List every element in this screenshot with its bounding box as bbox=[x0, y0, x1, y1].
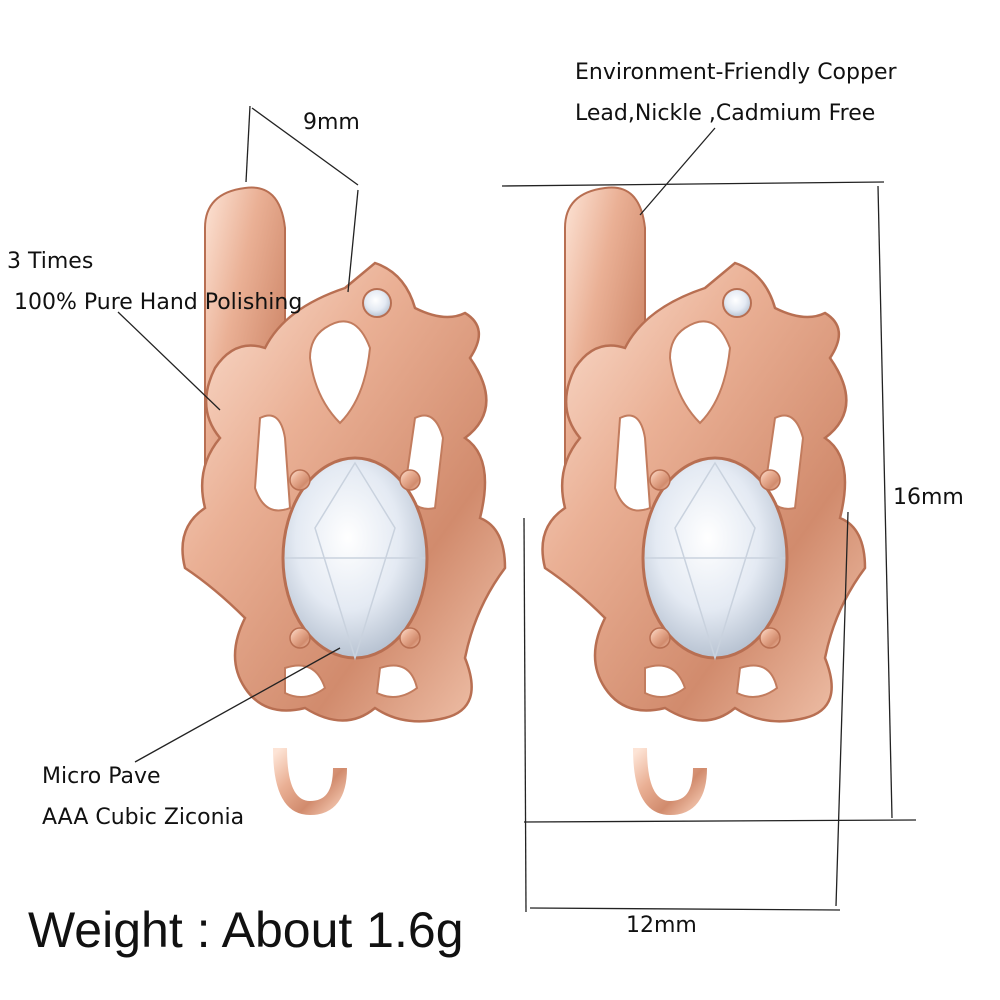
measurement-lines bbox=[117, 105, 917, 913]
length-dimension-label: 12mm bbox=[626, 913, 697, 938]
stone-callout-line2: AAA Cubic Ziconia bbox=[42, 805, 245, 830]
material-callout-line2: Lead,Nickle ,Cadmium Free bbox=[575, 101, 876, 126]
material-callout-line1: Environment-Friendly Copper bbox=[575, 60, 897, 85]
width-dimension-label: 9mm bbox=[303, 110, 360, 135]
weight-text: Weight : About 1.6g bbox=[28, 902, 464, 958]
polish-callout-line1: 3 Times bbox=[7, 249, 94, 274]
stone-callout-line1: Micro Pave bbox=[42, 764, 161, 789]
earring-left bbox=[183, 188, 506, 809]
polish-callout-line2: 100% Pure Hand Polishing bbox=[14, 290, 303, 315]
earring-right bbox=[543, 188, 866, 809]
height-dimension-label: 16mm bbox=[893, 485, 964, 510]
